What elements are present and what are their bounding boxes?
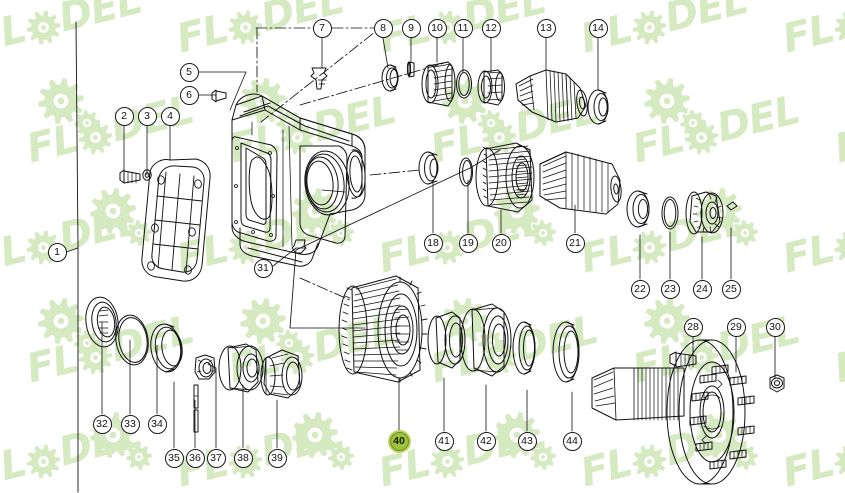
callout-12[interactable]: 12 — [481, 18, 501, 38]
callout-20[interactable]: 20 — [491, 233, 511, 253]
callout-24[interactable]: 24 — [692, 279, 712, 299]
callout-25[interactable]: 25 — [721, 279, 741, 299]
callout-30[interactable]: 30 — [765, 317, 785, 337]
callout-21[interactable]: 21 — [565, 233, 585, 253]
callout-14[interactable]: 14 — [588, 18, 608, 38]
callout-42[interactable]: 42 — [476, 431, 496, 451]
callout-32[interactable]: 32 — [92, 414, 112, 434]
callout-43[interactable]: 43 — [517, 431, 537, 451]
callout-7[interactable]: 7 — [312, 18, 332, 38]
callout-41[interactable]: 41 — [434, 431, 454, 451]
callout-37[interactable]: 37 — [206, 448, 226, 468]
callout-33[interactable]: 33 — [120, 414, 140, 434]
callout-5[interactable]: 5 — [179, 62, 199, 82]
callout-19[interactable]: 19 — [458, 233, 478, 253]
callout-9[interactable]: 9 — [401, 18, 421, 38]
callout-10[interactable]: 10 — [427, 18, 447, 38]
callout-11[interactable]: 11 — [453, 18, 473, 38]
callout-6[interactable]: 6 — [179, 85, 199, 105]
callout-8[interactable]: 8 — [373, 18, 393, 38]
callout-1[interactable]: 1 — [47, 242, 67, 262]
callout-28[interactable]: 28 — [683, 317, 703, 337]
callout-39[interactable]: 39 — [267, 448, 287, 468]
callout-4[interactable]: 4 — [160, 106, 180, 126]
callout-40[interactable]: 40 — [389, 431, 409, 451]
callout-35[interactable]: 35 — [164, 448, 184, 468]
callout-3[interactable]: 3 — [137, 106, 157, 126]
callout-31[interactable]: 31 — [253, 258, 273, 278]
callout-23[interactable]: 23 — [660, 279, 680, 299]
callout-44[interactable]: 44 — [562, 431, 582, 451]
callout-2[interactable]: 2 — [114, 106, 134, 126]
callout-36[interactable]: 36 — [185, 448, 205, 468]
callout-34[interactable]: 34 — [147, 414, 167, 434]
callout-38[interactable]: 38 — [233, 448, 253, 468]
callout-13[interactable]: 13 — [536, 18, 556, 38]
callout-29[interactable]: 29 — [726, 317, 746, 337]
callout-18[interactable]: 18 — [423, 233, 443, 253]
callout-22[interactable]: 22 — [630, 279, 650, 299]
